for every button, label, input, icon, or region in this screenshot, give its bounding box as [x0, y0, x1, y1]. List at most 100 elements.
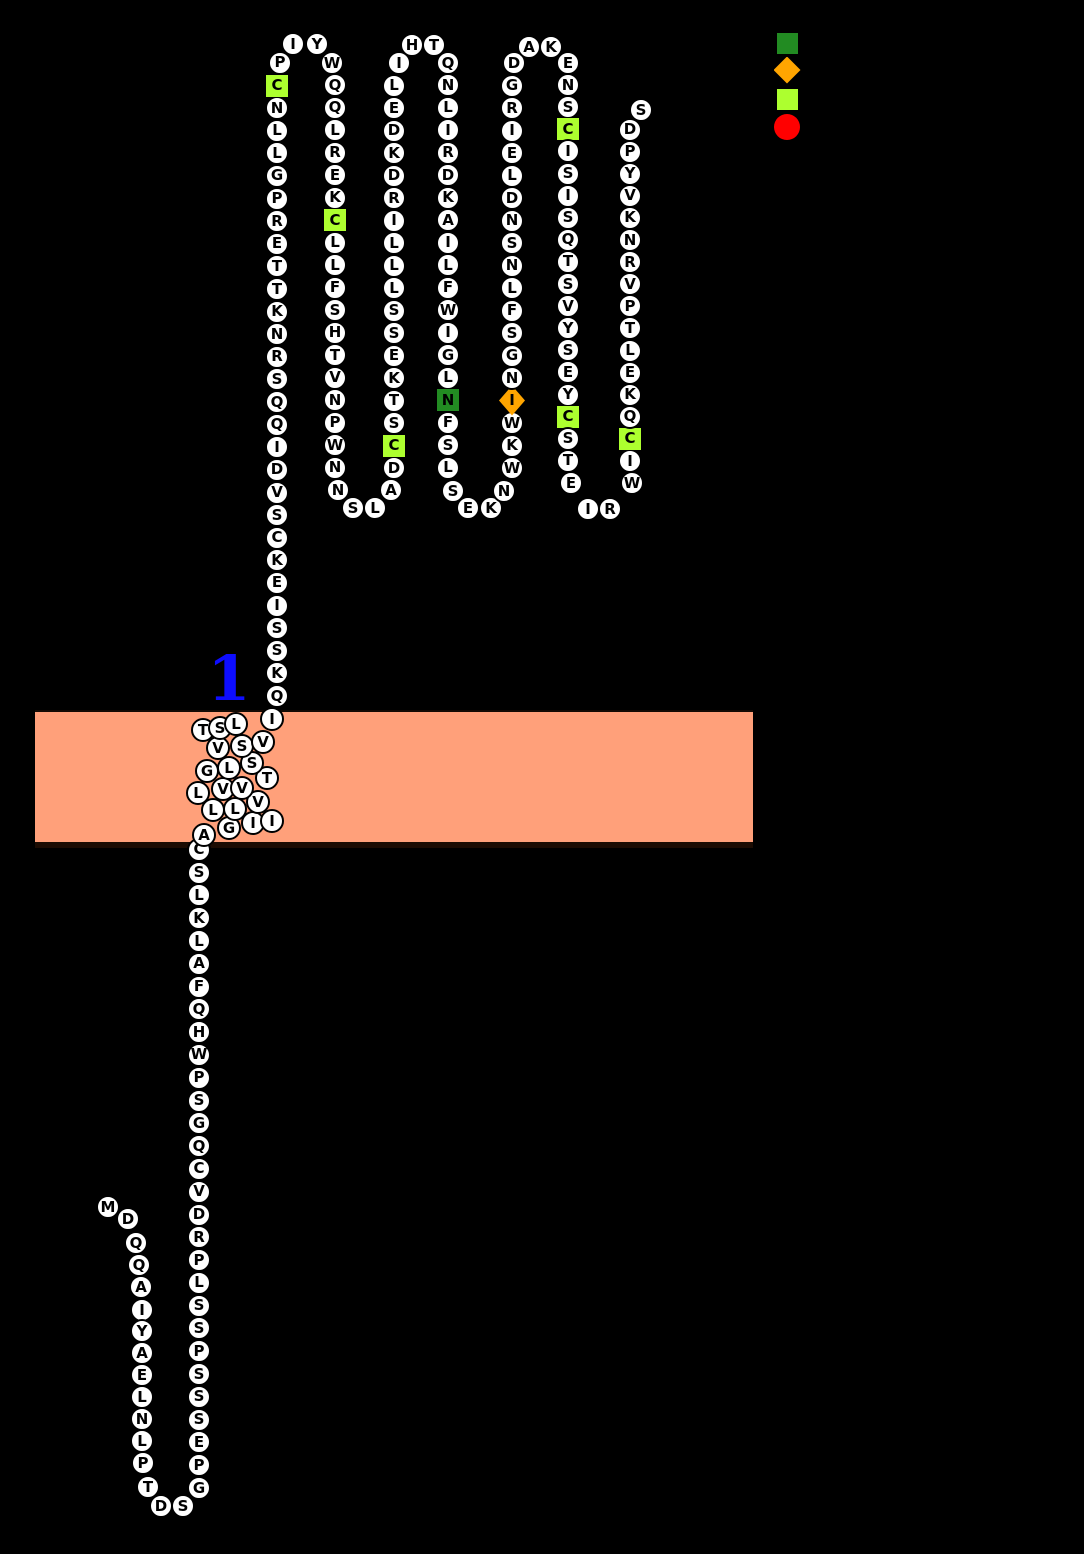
residue-P: P	[187, 1248, 211, 1273]
residue-H: H	[400, 33, 424, 57]
residue-S: S	[171, 1494, 195, 1518]
residue-E: E	[187, 1430, 211, 1455]
residue-G: G	[187, 1476, 211, 1500]
residue-F: F	[500, 298, 524, 323]
residue-P: P	[618, 139, 642, 164]
residue-S: S	[629, 98, 653, 122]
residue-L: L	[217, 756, 241, 780]
residue-C: C	[266, 74, 288, 97]
residue-C: C	[383, 434, 405, 457]
residue-D: D	[149, 1494, 173, 1518]
residue-L: L	[618, 338, 642, 363]
residue-T: T	[323, 343, 347, 368]
tm-helix-number-label: 1	[207, 642, 251, 715]
residue-N: N	[265, 96, 289, 121]
residue-Q: Q	[265, 390, 289, 415]
residue-P: P	[265, 186, 289, 211]
residue-E: E	[265, 570, 289, 595]
residue-K: K	[436, 185, 460, 210]
residue-I: I	[436, 230, 460, 255]
membrane-band	[35, 710, 753, 848]
residue-I: I	[265, 593, 289, 618]
residue-I: I	[260, 707, 284, 731]
residue-V: V	[246, 790, 270, 814]
residue-S: S	[500, 231, 524, 255]
residue-S: S	[265, 367, 289, 392]
residue-L: L	[323, 118, 347, 143]
residue-D: D	[502, 51, 526, 75]
residue-L: L	[436, 95, 460, 120]
residue-C: C	[557, 118, 579, 141]
residue-A: A	[379, 478, 403, 502]
residue-S: S	[556, 161, 580, 186]
residue-N: N	[492, 479, 516, 503]
residue-L: L	[187, 929, 211, 954]
residue-V: V	[556, 294, 580, 319]
residue-S: S	[265, 503, 289, 528]
residue-S: S	[556, 338, 580, 363]
residue-S: S	[556, 95, 580, 120]
residue-E: E	[382, 96, 406, 120]
residue-W: W	[500, 456, 524, 480]
residue-N: N	[323, 455, 347, 480]
residue-S: S	[187, 1407, 211, 1432]
residue-K: K	[618, 205, 642, 230]
residue-S: S	[556, 272, 580, 296]
residue-A: A	[130, 1341, 154, 1365]
residue-S: S	[500, 321, 524, 345]
residue-T: T	[265, 254, 289, 279]
residue-Q: Q	[323, 73, 347, 98]
residue-G: G	[265, 163, 289, 188]
residue-N: N	[618, 228, 642, 252]
residue-R: R	[265, 344, 289, 369]
residue-Q: Q	[265, 684, 289, 708]
residue-Q: Q	[127, 1253, 151, 1277]
residue-P: P	[187, 1065, 211, 1090]
residue-A: A	[187, 951, 211, 976]
residue-L: L	[323, 253, 347, 278]
residue-Y: Y	[130, 1319, 154, 1343]
residue-I: I	[556, 139, 580, 164]
residue-D: D	[116, 1207, 140, 1231]
legend-orange-diamond	[773, 56, 801, 84]
residue-R: R	[618, 250, 642, 275]
residue-T: T	[136, 1475, 160, 1499]
residue-A: A	[192, 823, 216, 847]
residue-V: V	[323, 365, 347, 390]
residue-Y: Y	[556, 316, 580, 341]
residue-A: A	[129, 1275, 153, 1299]
residue-S: S	[382, 321, 406, 345]
residue-F: F	[436, 410, 460, 435]
residue-N: N	[436, 73, 460, 98]
residue-I: I	[618, 449, 642, 473]
residue-D: D	[265, 457, 289, 482]
residue-P: P	[187, 1453, 211, 1478]
residue-T: T	[265, 277, 289, 302]
residue-I: I	[436, 118, 460, 143]
residue-Y: Y	[618, 161, 642, 186]
residue-E: E	[556, 360, 580, 385]
residue-L: L	[363, 496, 387, 520]
residue-I: I	[130, 1298, 154, 1322]
residue-N: N	[323, 388, 347, 413]
residue-P: P	[618, 294, 642, 319]
residue-I: I	[265, 435, 289, 460]
residue-S: S	[556, 426, 580, 451]
residue-R: R	[500, 96, 524, 120]
residue-G: G	[436, 343, 460, 368]
residue-E: E	[265, 231, 289, 256]
residue-I: I	[499, 385, 525, 416]
residue-L: L	[265, 118, 289, 143]
residue-S: S	[436, 433, 460, 458]
residue-N: N	[556, 73, 580, 98]
residue-K: K	[187, 906, 211, 931]
residue-N: N	[130, 1407, 154, 1431]
residue-C: C	[187, 1156, 211, 1181]
residue-P: P	[323, 410, 347, 435]
residue-S: S	[230, 734, 254, 758]
residue-W: W	[187, 1042, 211, 1067]
residue-G: G	[187, 1111, 211, 1136]
residue-S: S	[187, 1088, 211, 1113]
residue-Q: Q	[323, 95, 347, 120]
